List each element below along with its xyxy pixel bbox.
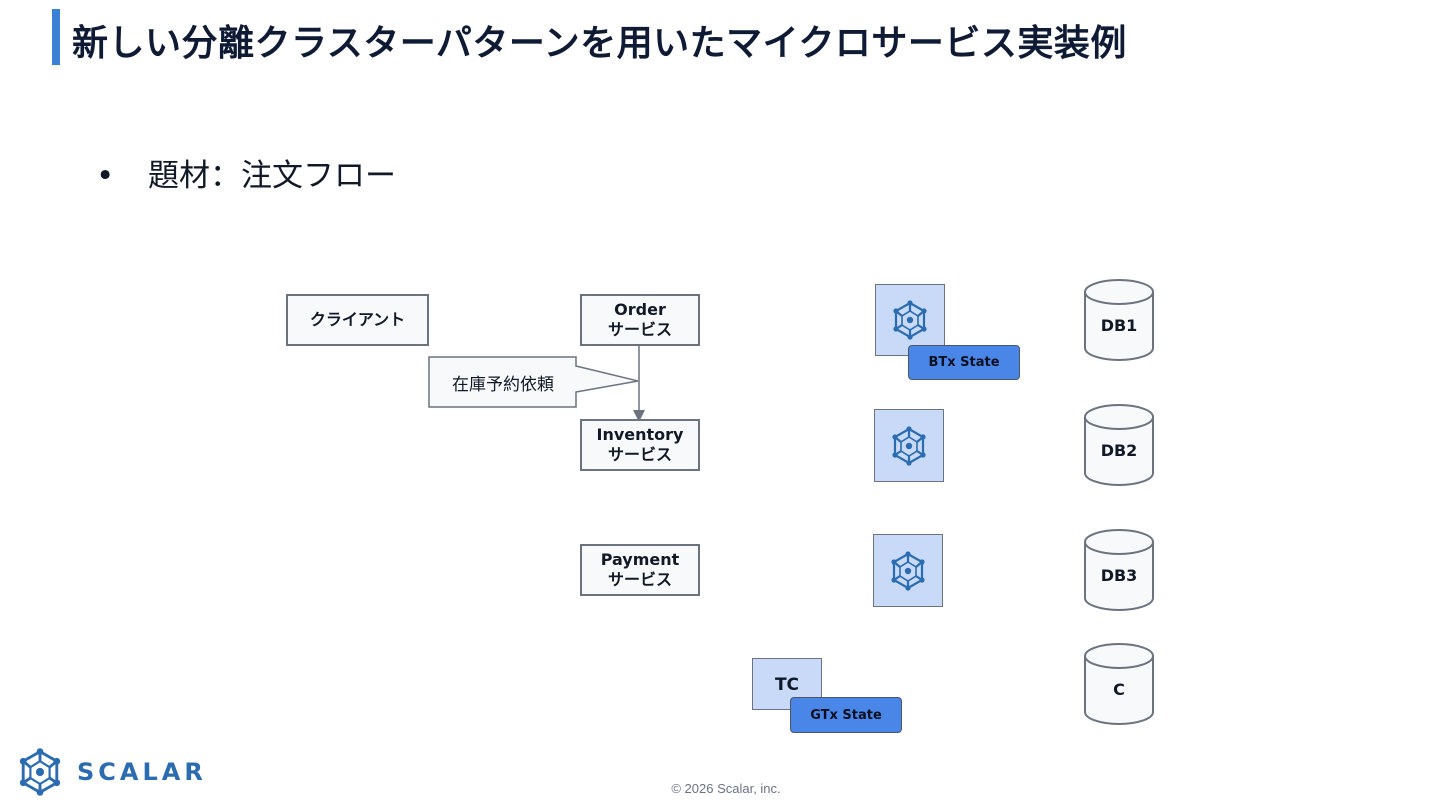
scalardb-node-2 [874, 409, 944, 482]
payment-service-suffix: サービス [607, 570, 672, 589]
scalar-logo-icon [19, 748, 61, 796]
client-box: クライアント [286, 294, 429, 346]
database-cylinder-icon [1084, 404, 1154, 486]
scalardb-node-icon [893, 300, 927, 340]
bullet-text: 題材：注文フロー [148, 158, 396, 194]
order-service-suffix: サービス [607, 320, 672, 339]
scalardb-node-1 [875, 284, 945, 356]
database-cylinder-icon [1084, 643, 1154, 725]
callout-bubble [428, 356, 639, 408]
gtx-state-label: GTx State [810, 707, 882, 723]
scalar-logo-text: SCALAR [77, 758, 207, 786]
btx-state-tag: BTx State [908, 345, 1020, 380]
inventory-service-suffix: サービス [607, 445, 672, 464]
client-label: クライアント [309, 310, 406, 329]
order-service-name: Order [614, 300, 666, 319]
copyright-footer: © 2026 Scalar, inc. [671, 781, 781, 796]
payment-service-name: Payment [600, 550, 680, 569]
db2-cylinder: DB2 [1083, 403, 1155, 487]
tc-label: TC [774, 675, 800, 695]
coordinator-db-cylinder: C [1083, 642, 1155, 726]
callout-label: 在庫予約依頼 [452, 374, 554, 395]
btx-state-label: BTx State [928, 355, 1000, 370]
slide-title: 新しい分離クラスターパターンを用いたマイクロサービス実装例 [72, 23, 1127, 64]
db3-cylinder: DB3 [1083, 528, 1155, 612]
inventory-service-name: Inventory [596, 425, 684, 444]
coordinator-db-label: C [1113, 680, 1125, 699]
order-service-box: Order サービス [580, 294, 700, 346]
database-cylinder-icon [1084, 279, 1154, 361]
gtx-state-tag: GTx State [790, 697, 902, 733]
db2-label: DB2 [1100, 441, 1138, 460]
db3-label: DB3 [1100, 566, 1138, 585]
scalardb-node-icon [891, 550, 925, 591]
scalardb-node-3 [873, 534, 943, 607]
payment-service-box: Payment サービス [580, 544, 700, 596]
inventory-service-box: Inventory サービス [580, 419, 700, 471]
db1-cylinder: DB1 [1083, 278, 1155, 362]
title-accent-bar [52, 9, 60, 65]
database-cylinder-icon [1084, 529, 1154, 611]
scalardb-node-icon [892, 425, 926, 466]
bullet-glyph: • [96, 158, 115, 194]
db1-label: DB1 [1100, 316, 1138, 335]
bullet-item: • 題材：注文フロー [96, 150, 396, 195]
